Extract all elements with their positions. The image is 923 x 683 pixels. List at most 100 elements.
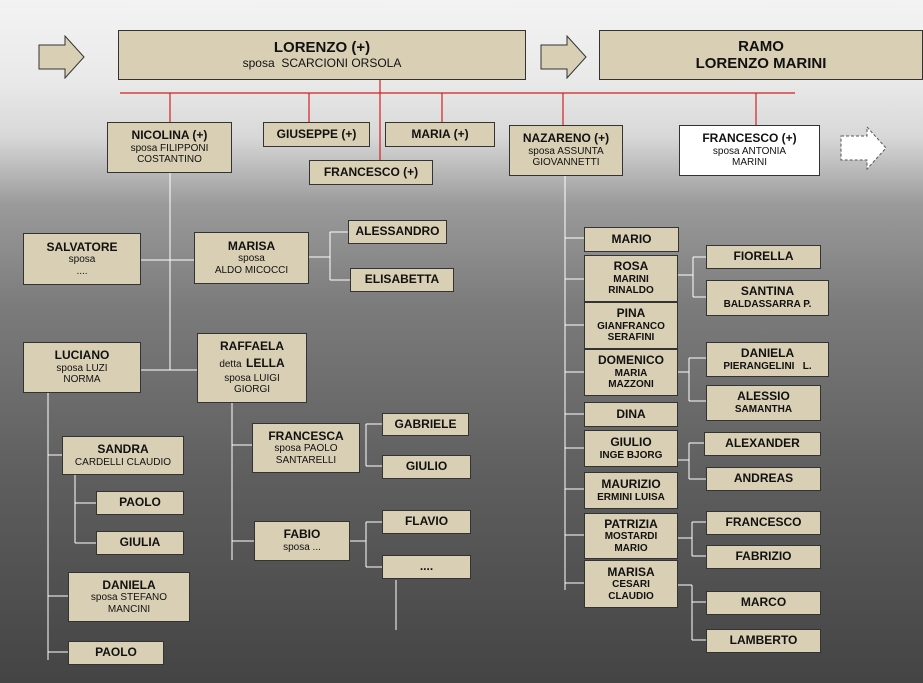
spouse-line: SERAFINI: [607, 332, 655, 344]
person-name: MAURIZIO: [601, 476, 661, 491]
person-name: ....: [419, 559, 434, 574]
spouse-line: MARINI: [732, 157, 767, 169]
spouse-line: MOSTARDI: [604, 531, 658, 543]
spouse-prefix: sposa: [242, 55, 275, 70]
person-name: DANIELA: [740, 345, 795, 360]
person-francesca: FRANCESCA sposa PAOLO SANTARELLI: [252, 423, 360, 473]
person-name: ANDREAS: [733, 471, 794, 486]
spouse-line: sposa ASSUNTA: [528, 145, 604, 157]
spouse-line: GIOVANNETTI: [532, 157, 600, 169]
person-raffaela: RAFFAELA detta LELLA sposa LUIGI GIORGI: [197, 333, 307, 403]
person-marisa-cesari: MARISA CESARI CLAUDIO: [584, 560, 678, 608]
person-paolo-luzi: PAOLO: [68, 641, 164, 665]
person-name: FRANCESCO (+): [702, 131, 797, 146]
person-name: GIULIO: [405, 459, 448, 474]
person-name: PATRIZIA: [604, 516, 658, 531]
person-patrizia: PATRIZIA MOSTARDI MARIO: [584, 513, 678, 559]
ramo-box: RAMO LORENZO MARINI: [599, 30, 923, 80]
person-pina: PINA GIANFRANCO SERAFINI: [584, 302, 678, 349]
person-name: ROSA: [613, 259, 649, 274]
person-name: MARISA: [607, 564, 655, 579]
person-name: LORENZO (+): [273, 39, 371, 57]
spouse-line: GIANFRANCO: [597, 320, 665, 332]
person-name: GABRIELE: [394, 416, 457, 431]
nickname: LELLA: [246, 356, 285, 371]
person-name: SANDRA: [97, 441, 149, 456]
person-elisabetta: ELISABETTA: [350, 268, 454, 292]
person-name: SALVATORE: [46, 239, 118, 254]
ramo-line2: LORENZO MARINI: [695, 55, 827, 72]
person-fiorella: FIORELLA: [706, 245, 821, 269]
spouse-line: sposa LUIGI: [224, 372, 280, 384]
person-name: FABRIZIO: [735, 549, 792, 564]
person-sandra: SANDRA CARDELLI CLAUDIO: [62, 436, 184, 475]
person-name: ELISABETTA: [364, 272, 440, 287]
lorenzo-box: LORENZO (+) sposa SCARCIONI ORSOLA: [118, 30, 526, 80]
spouse-line: COSTANTINO: [137, 154, 202, 166]
spouse-line: SANTARELLI: [275, 454, 337, 466]
person-name: ALESSIO: [737, 389, 790, 404]
arrow-right-icon: [840, 126, 887, 170]
person-giuseppe: GIUSEPPE (+): [263, 122, 370, 147]
person-fabrizio: FABRIZIO: [706, 545, 821, 569]
person-francesco-patrizia: FRANCESCO: [706, 511, 821, 535]
person-domenico: DOMENICO MARIA MAZZONI: [584, 349, 678, 396]
person-nicolina: NICOLINA (+) sposa FILIPPONI COSTANTINO: [107, 122, 232, 173]
spouse-line: CLAUDIO: [608, 590, 654, 602]
person-name: NAZARENO (+): [522, 131, 610, 146]
person-name: FABIO: [283, 527, 321, 542]
spouse-line: MARIO: [614, 542, 648, 554]
ramo-line1: RAMO: [738, 37, 784, 55]
person-name: LAMBERTO: [729, 633, 798, 648]
person-name: FRANCESCA: [268, 428, 344, 443]
spouse-line: RINALDO: [608, 285, 654, 297]
person-name: PAOLO: [95, 645, 137, 660]
spouse-line: sposa FILIPPONI: [130, 142, 209, 154]
person-alexander: ALEXANDER: [704, 432, 821, 456]
spouse-line: PIERANGELINI L.: [723, 360, 812, 372]
person-luciano: LUCIANO sposa LUZI NORMA: [23, 342, 141, 393]
arrow-right-icon: [38, 35, 85, 79]
person-name: MARIA (+): [411, 126, 469, 141]
person-francesco-child: FRANCESCO (+): [309, 160, 433, 185]
person-francesco-main: FRANCESCO (+) sposa ANTONIA MARINI: [679, 125, 820, 176]
person-name: SANTINA: [740, 284, 795, 299]
spouse-line: CESARI: [612, 579, 650, 591]
spouse-line: MARINI: [613, 273, 649, 285]
arrow-right-icon: [540, 35, 587, 79]
person-name: MARIO: [611, 231, 652, 246]
spouse-line: sposa: [238, 253, 265, 265]
person-name: FRANCESCO (+): [323, 164, 419, 179]
person-name: NICOLINA (+): [131, 128, 208, 143]
person-gabriele: GABRIELE: [382, 413, 469, 436]
person-giulia: GIULIA: [96, 531, 184, 555]
person-salvatore: SALVATORE sposa ....: [23, 233, 141, 285]
spouse-line: sposa: [68, 254, 96, 266]
person-name: ALEXANDER: [725, 436, 800, 451]
spouse-line: sposa ANTONIA: [712, 145, 787, 157]
spouse-line: BALDASSARRA P.: [723, 299, 812, 311]
person-name: FIORELLA: [733, 249, 794, 264]
person-name: DINA: [616, 406, 646, 421]
person-name: DOMENICO: [598, 353, 664, 368]
person-marco: MARCO: [706, 591, 821, 615]
nickname-prefix: detta: [219, 359, 242, 371]
person-name: ALESSANDRO: [355, 224, 440, 239]
spouse-line: ALDO MICOCCI: [214, 264, 289, 276]
spouse-line: MAZZONI: [608, 379, 654, 391]
spouse-line: sposa PAOLO: [274, 443, 338, 455]
person-name: FRANCESCO: [725, 515, 802, 530]
person-name: GIULIO: [610, 434, 652, 449]
spouse-line: INGE BJORG: [599, 449, 663, 461]
person-giulio: GIULIO INGE BJORG: [584, 430, 678, 467]
person-fabio: FABIO sposa ...: [254, 521, 350, 561]
spouse-line: sposa STEFANO: [90, 592, 168, 604]
person-unknown: ....: [382, 555, 471, 579]
spouse-line: CARDELLI CLAUDIO: [74, 456, 172, 468]
person-name: GIULIA: [119, 535, 161, 550]
person-name: PINA: [616, 306, 646, 321]
person-paolo-cardelli: PAOLO: [96, 491, 184, 515]
person-name: MARCO: [740, 595, 787, 610]
spouse-line: ERMINI LUISA: [597, 491, 665, 503]
spouse-line: GIORGI: [233, 384, 271, 396]
